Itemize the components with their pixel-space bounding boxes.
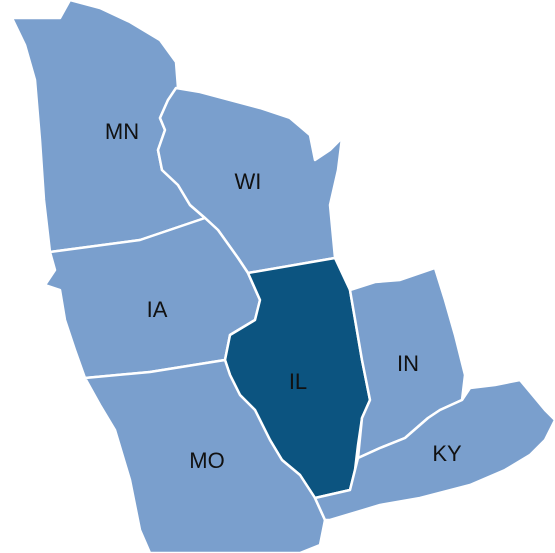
state-label-ky: KY [432,441,462,466]
state-label-wi: WI [235,169,262,194]
state-label-mo: MO [189,448,224,473]
state-label-ia: IA [147,297,168,322]
state-label-mn: MN [105,119,139,144]
state-ky[interactable] [313,378,555,522]
state-label-il: IL [289,369,307,394]
state-label-in: IN [397,351,419,376]
